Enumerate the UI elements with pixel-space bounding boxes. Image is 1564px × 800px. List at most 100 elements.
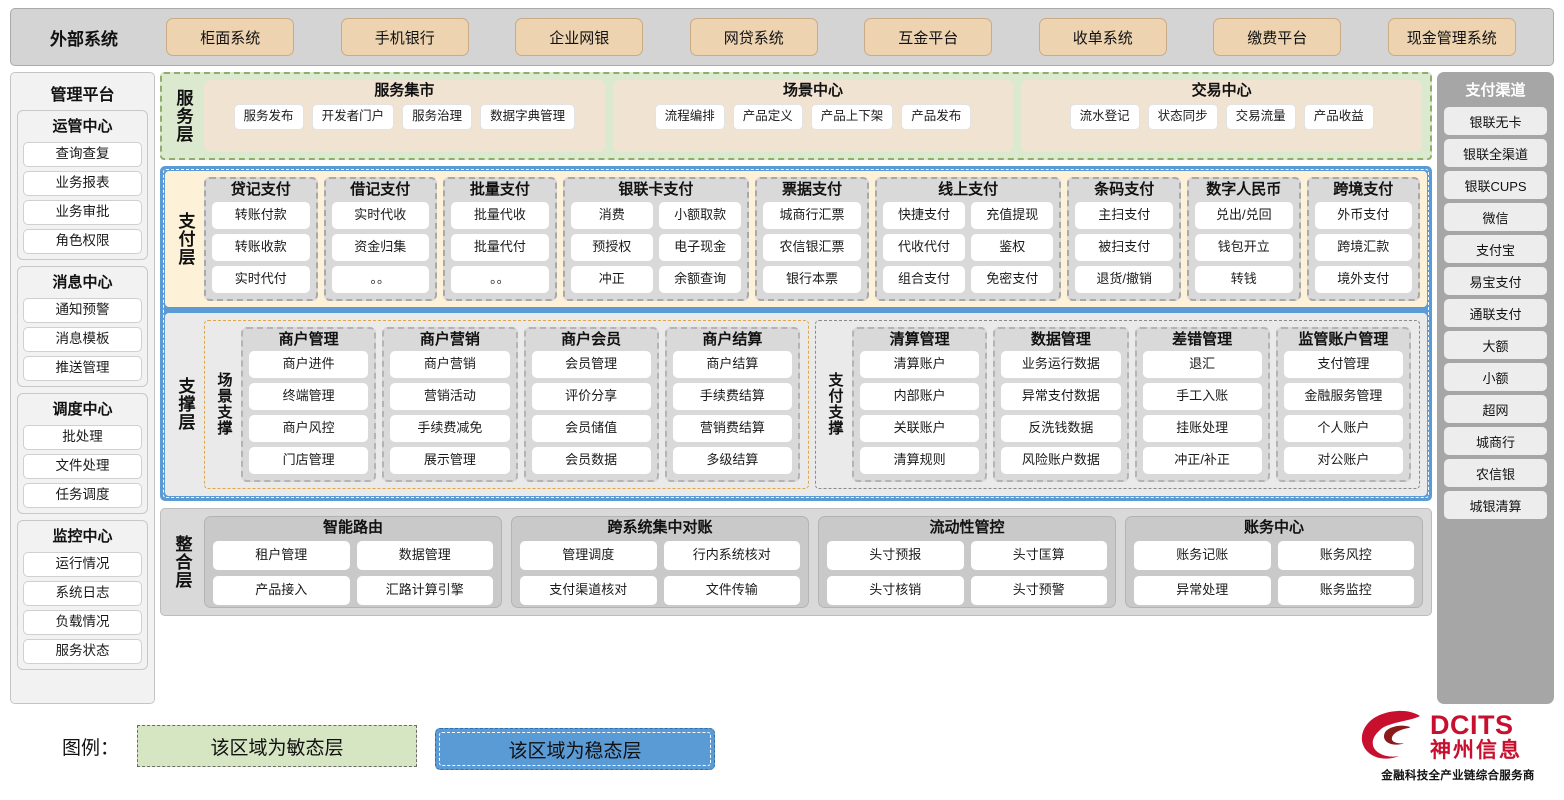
payment-channel-item[interactable]: 小额 <box>1444 363 1547 391</box>
payment-channel-item[interactable]: 支付宝 <box>1444 235 1547 263</box>
scene-support-item[interactable]: 商户结算 <box>672 351 792 378</box>
integration-item[interactable]: 账务风控 <box>1277 540 1414 570</box>
payment-channel-item[interactable]: 易宝支付 <box>1444 267 1547 295</box>
payment-channel-item[interactable]: 超网 <box>1444 395 1547 423</box>
management-item[interactable]: 负载情况 <box>23 610 142 635</box>
payment-channel-item[interactable]: 银联CUPS <box>1444 171 1547 199</box>
payment-support-item[interactable]: 业务运行数据 <box>1001 351 1121 378</box>
scene-support-item[interactable]: 会员管理 <box>531 351 651 378</box>
integration-item[interactable]: 异常处理 <box>1134 575 1271 605</box>
payment-item[interactable]: 资金归集 <box>331 233 430 261</box>
service-item[interactable]: 服务治理 <box>402 103 473 130</box>
payment-support-item[interactable]: 冲正/补正 <box>1142 447 1262 474</box>
integration-item[interactable]: 数据管理 <box>356 540 493 570</box>
management-item[interactable]: 查询查复 <box>23 142 142 167</box>
payment-item[interactable]: 实时代付 <box>212 265 310 293</box>
payment-item[interactable]: 代收代付 <box>882 233 966 261</box>
payment-channel-item[interactable]: 大额 <box>1444 331 1547 359</box>
payment-support-item[interactable]: 清算账户 <box>860 351 980 378</box>
management-item[interactable]: 运行情况 <box>23 552 142 577</box>
management-item[interactable]: 系统日志 <box>23 581 142 606</box>
integration-item[interactable]: 头寸预警 <box>970 575 1107 605</box>
payment-item[interactable]: 转钱 <box>1195 265 1293 293</box>
payment-channel-item[interactable]: 银联无卡 <box>1444 107 1547 135</box>
service-item[interactable]: 产品发布 <box>901 103 972 130</box>
service-item[interactable]: 交易流量 <box>1225 103 1296 130</box>
payment-support-item[interactable]: 手工入账 <box>1142 383 1262 410</box>
scene-support-item[interactable]: 商户进件 <box>249 351 369 378</box>
integration-item[interactable]: 租户管理 <box>213 540 350 570</box>
external-system-chip[interactable]: 缴费平台 <box>1213 18 1342 56</box>
management-item[interactable]: 任务调度 <box>23 483 142 508</box>
payment-item[interactable]: 。。 <box>331 265 430 293</box>
payment-item[interactable]: 实时代收 <box>331 201 430 229</box>
integration-item[interactable]: 账务监控 <box>1277 575 1414 605</box>
management-item[interactable]: 推送管理 <box>23 356 142 381</box>
payment-item[interactable]: 农信银汇票 <box>763 233 861 261</box>
external-system-chip[interactable]: 收单系统 <box>1038 18 1167 56</box>
payment-item[interactable]: 批量代收 <box>451 201 549 229</box>
payment-item[interactable]: 充值提现 <box>971 201 1054 229</box>
management-item[interactable]: 批处理 <box>23 425 142 450</box>
integration-item[interactable]: 头寸核销 <box>827 575 964 605</box>
scene-support-item[interactable]: 会员数据 <box>531 447 651 474</box>
payment-channel-item[interactable]: 城商行 <box>1444 427 1547 455</box>
external-system-chip[interactable]: 企业网银 <box>515 18 644 56</box>
management-item[interactable]: 文件处理 <box>23 454 142 479</box>
payment-item[interactable]: 转账收款 <box>212 233 310 261</box>
payment-channel-item[interactable]: 微信 <box>1444 203 1547 231</box>
payment-item[interactable]: 余额查询 <box>658 265 742 293</box>
integration-item[interactable]: 头寸预报 <box>827 540 964 570</box>
payment-support-item[interactable]: 反洗钱数据 <box>1001 415 1121 442</box>
service-item[interactable]: 开发者门户 <box>311 103 395 130</box>
scene-support-item[interactable]: 门店管理 <box>249 447 369 474</box>
payment-item[interactable]: 免密支付 <box>971 265 1054 293</box>
payment-item[interactable]: 钱包开立 <box>1195 233 1293 261</box>
scene-support-item[interactable]: 手续费减免 <box>390 415 510 442</box>
payment-item[interactable]: 外币支付 <box>1314 201 1413 229</box>
payment-item[interactable]: 退货/撤销 <box>1075 265 1173 293</box>
scene-support-item[interactable]: 营销费结算 <box>672 415 792 442</box>
payment-item[interactable]: 境外支付 <box>1314 265 1413 293</box>
integration-item[interactable]: 管理调度 <box>520 540 657 570</box>
integration-item[interactable]: 支付渠道核对 <box>520 575 657 605</box>
payment-item[interactable]: 城商行汇票 <box>763 201 861 229</box>
payment-item[interactable]: 冲正 <box>570 265 653 293</box>
payment-support-item[interactable]: 内部账户 <box>860 383 980 410</box>
service-item[interactable]: 状态同步 <box>1147 103 1218 130</box>
integration-item[interactable]: 文件传输 <box>663 575 800 605</box>
payment-item[interactable]: 快捷支付 <box>882 201 966 229</box>
payment-item[interactable]: 兑出/兑回 <box>1195 201 1293 229</box>
payment-item[interactable]: 鉴权 <box>971 233 1054 261</box>
payment-item[interactable]: 银行本票 <box>763 265 861 293</box>
scene-support-item[interactable]: 会员储值 <box>531 415 651 442</box>
payment-support-item[interactable]: 对公账户 <box>1283 447 1403 474</box>
integration-item[interactable]: 账务记账 <box>1134 540 1271 570</box>
payment-support-item[interactable]: 清算规则 <box>860 447 980 474</box>
integration-item[interactable]: 汇路计算引擎 <box>356 575 493 605</box>
integration-item[interactable]: 头寸匡算 <box>970 540 1107 570</box>
scene-support-item[interactable]: 商户营销 <box>390 351 510 378</box>
service-item[interactable]: 产品定义 <box>732 103 803 130</box>
payment-item[interactable]: 被扫支付 <box>1075 233 1173 261</box>
external-system-chip[interactable]: 柜面系统 <box>166 18 295 56</box>
management-item[interactable]: 通知预警 <box>23 298 142 323</box>
scene-support-item[interactable]: 展示管理 <box>390 447 510 474</box>
payment-item[interactable]: 主扫支付 <box>1075 201 1173 229</box>
payment-channel-item[interactable]: 城银清算 <box>1444 491 1547 519</box>
payment-item[interactable]: 批量代付 <box>451 233 549 261</box>
payment-support-item[interactable]: 异常支付数据 <box>1001 383 1121 410</box>
payment-item[interactable]: 。。 <box>451 265 549 293</box>
management-item[interactable]: 服务状态 <box>23 639 142 664</box>
service-item[interactable]: 流水登记 <box>1069 103 1140 130</box>
payment-support-item[interactable]: 退汇 <box>1142 351 1262 378</box>
management-item[interactable]: 角色权限 <box>23 229 142 254</box>
payment-item[interactable]: 跨境汇款 <box>1314 233 1413 261</box>
payment-channel-item[interactable]: 通联支付 <box>1444 299 1547 327</box>
external-system-chip[interactable]: 手机银行 <box>340 18 469 56</box>
payment-item[interactable]: 预授权 <box>570 233 653 261</box>
payment-support-item[interactable]: 个人账户 <box>1283 415 1403 442</box>
scene-support-item[interactable]: 评价分享 <box>531 383 651 410</box>
scene-support-item[interactable]: 终端管理 <box>249 383 369 410</box>
payment-item[interactable]: 组合支付 <box>882 265 966 293</box>
